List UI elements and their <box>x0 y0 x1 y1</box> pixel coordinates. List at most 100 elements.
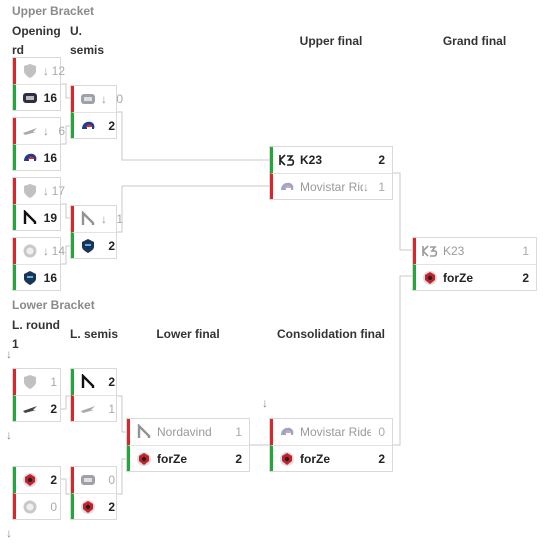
crest-icon <box>22 90 38 106</box>
knight-icon <box>80 238 96 254</box>
team-score: 2 <box>50 473 57 487</box>
down-arrow-icon: ↓ <box>43 124 49 138</box>
match-consolidation-final[interactable]: Movistar Riders 0 forZe 2 <box>269 418 393 472</box>
team-score: 0 <box>378 425 385 439</box>
shield-icon <box>22 183 38 199</box>
match-usemi-2[interactable]: ↓1 2 <box>70 205 123 259</box>
n-logo-icon <box>22 208 38 226</box>
team-score: 19 <box>43 210 57 225</box>
n-logo-icon <box>80 210 96 227</box>
team-score: 1 <box>522 244 529 258</box>
round-header-lower-final: Lower final <box>156 327 220 341</box>
team-row[interactable]: 2 <box>71 369 116 395</box>
k23-icon <box>279 152 295 168</box>
team-row[interactable]: 2 <box>71 493 116 519</box>
team-name: K23 <box>300 153 323 167</box>
team-score: 16 <box>43 270 57 285</box>
team-row[interactable]: 1 <box>71 395 116 421</box>
team-row[interactable]: ↓6 <box>13 118 65 144</box>
team-name: forZe <box>157 451 187 466</box>
team-score: 17 <box>51 184 65 198</box>
match-opening-1[interactable]: ↓12 16 <box>12 57 65 111</box>
team-row[interactable]: ↓17 <box>13 178 65 204</box>
team-row[interactable]: ↓0 <box>71 86 123 112</box>
knight-icon <box>22 270 38 286</box>
team-name: forZe <box>443 270 473 285</box>
down-arrow-icon: ↓ <box>43 244 49 258</box>
lower-bracket-title: Lower Bracket <box>12 298 95 312</box>
crest-icon <box>80 91 96 107</box>
team-score: 2 <box>235 451 242 466</box>
match-opening-3[interactable]: ↓17 19 <box>12 177 65 231</box>
down-arrow-icon: ↓ <box>101 212 107 226</box>
team-score: 2 <box>108 499 115 514</box>
forze-icon <box>22 472 38 488</box>
team-score: 0 <box>108 473 115 487</box>
team-row[interactable]: forZe 2 <box>270 445 392 471</box>
match-opening-2[interactable]: ↓6 16 <box>12 117 65 171</box>
match-opening-4[interactable]: ↓14 16 <box>12 237 65 291</box>
team-row[interactable]: K23 2 <box>270 147 392 173</box>
team-row[interactable]: Movistar Riders 0 <box>270 419 392 445</box>
team-score: 1 <box>50 375 57 389</box>
team-score: 2 <box>108 238 115 253</box>
team-row[interactable]: ↓12 <box>13 58 65 84</box>
shield-icon <box>22 374 38 390</box>
team-row[interactable]: forZe 2 <box>127 445 249 471</box>
team-score: 2 <box>50 401 57 416</box>
team-score: 16 <box>43 150 57 165</box>
forze-icon <box>422 270 438 286</box>
team-name: Movistar Rid… <box>300 179 363 194</box>
team-score: 14 <box>51 244 65 258</box>
team-score: 0 <box>116 92 123 106</box>
down-arrow-icon: ↓ <box>6 347 12 361</box>
team-row[interactable]: ↓14 <box>13 238 65 264</box>
team-row[interactable]: 2 <box>71 112 116 138</box>
round-header-lround: L. round 1 <box>12 318 60 351</box>
team-score: 2 <box>108 375 115 389</box>
helmet-icon <box>22 150 38 166</box>
down-arrow-icon: ↓ <box>43 64 49 78</box>
team-score: 16 <box>43 90 57 105</box>
helmet-icon <box>80 118 96 134</box>
team-row[interactable]: 16 <box>13 84 60 110</box>
n-logo-icon <box>80 373 96 390</box>
team-row[interactable]: 16 <box>13 144 60 170</box>
team-row[interactable]: 2 <box>71 232 116 258</box>
crest-icon <box>80 472 96 488</box>
team-name: forZe <box>300 451 330 466</box>
team-row[interactable]: 19 <box>13 204 60 230</box>
team-score: 2 <box>378 451 385 466</box>
team-row[interactable]: Movistar Rid…↓1 <box>270 173 392 199</box>
wing-icon <box>80 401 96 417</box>
team-row[interactable]: 2 <box>13 395 60 421</box>
forze-icon <box>80 499 96 515</box>
team-row[interactable]: 16 <box>13 264 60 290</box>
team-row[interactable]: 2 <box>13 467 60 493</box>
team-row[interactable]: forZe 2 <box>413 264 536 290</box>
team-score: 2 <box>378 153 385 167</box>
team-row[interactable]: 0 <box>13 493 60 519</box>
team-row[interactable]: ↓1 <box>71 206 123 232</box>
round-header-consolidation: Consolidation final <box>277 327 385 341</box>
down-arrow-icon: ↓ <box>43 184 49 198</box>
down-arrow-icon: ↓ <box>6 428 12 442</box>
team-row[interactable]: 1 <box>13 369 60 395</box>
team-row[interactable]: 0 <box>71 467 116 493</box>
round-header-upper-final: Upper final <box>299 34 363 48</box>
team-name: Movistar Riders <box>300 425 371 439</box>
round-header-grand-final: Grand final <box>442 34 507 48</box>
team-score: 2 <box>522 270 529 285</box>
helmet-icon <box>279 179 295 195</box>
